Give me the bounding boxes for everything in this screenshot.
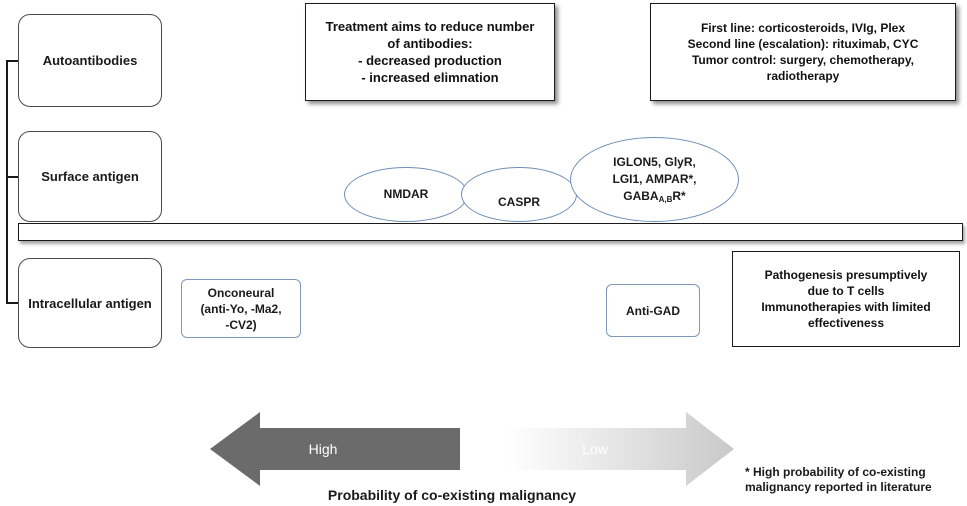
therapy-line-4: radiotherapy: [766, 69, 840, 83]
footnote: * High probability of co-existing malign…: [745, 465, 965, 499]
pathogenesis-line-4: effectiveness: [807, 316, 885, 330]
onconeural-line-3: -CV2): [225, 317, 257, 332]
bracket-tick-intracellular: [6, 302, 19, 304]
antigen-group-ellipse: IGLON5, GlyR, LGI1, AMPAR*, GABAA,BR*: [570, 137, 739, 222]
high-arrow-left-icon: [210, 412, 460, 486]
cell-membrane-bar: [18, 223, 963, 241]
bracket-tick-autoantibodies: [6, 60, 19, 62]
category-intracellular-antigen-label: Intracellular antigen: [28, 295, 152, 311]
bracket-tick-surface: [6, 176, 19, 178]
probability-label: Probability of co-existing malignancy: [327, 487, 577, 503]
category-surface-antigen: Surface antigen: [18, 131, 162, 222]
category-autoantibodies: Autoantibodies: [18, 14, 162, 107]
onconeural-box: Onconeural (anti-Yo, -Ma2, -CV2): [181, 279, 301, 338]
footnote-line-1: * High probability of co-existing: [745, 465, 926, 479]
treatment-aims-box: Treatment aims to reduce number of antib…: [305, 3, 555, 101]
therapy-lines-box: First line: corticosteroids, IVIg, Plex …: [650, 3, 956, 101]
gaba-receptor-suffix: R*: [672, 189, 686, 203]
antigen-caspr-label: CASPR: [497, 195, 540, 209]
low-arrow-right-icon: [507, 412, 734, 486]
gaba-label: GABA: [623, 189, 659, 203]
antigen-nmdar-label: NMDAR: [383, 187, 429, 201]
pathogenesis-line-2: due to T cells: [807, 284, 885, 298]
treatment-aims-line-3: - decreased production: [358, 53, 502, 68]
anti-gad-box: Anti-GAD: [606, 284, 700, 337]
footnote-line-2: malignancy reported in literature: [745, 480, 932, 494]
category-intracellular-antigen: Intracellular antigen: [18, 258, 162, 348]
pathogenesis-line-1: Pathogenesis presumptively: [764, 268, 928, 282]
antigen-group-line-3: GABAA,BR*: [623, 188, 685, 205]
antigen-group-line-2: LGI1, AMPAR*,: [612, 172, 697, 186]
low-arrow-label: Low: [582, 441, 608, 457]
treatment-aims-line-1: Treatment aims to reduce number: [325, 19, 535, 34]
gaba-subscript: A,B: [658, 195, 673, 204]
anti-gad-label: Anti-GAD: [626, 303, 680, 318]
therapy-line-2: Second line (escalation): rituximab, CYC: [687, 37, 919, 51]
onconeural-line-2: (anti-Yo, -Ma2,: [200, 301, 282, 316]
onconeural-line-1: Onconeural: [207, 285, 275, 300]
pathogenesis-box: Pathogenesis presumptively due to T cell…: [732, 251, 960, 347]
bracket-vertical-line: [6, 60, 8, 303]
treatment-aims-line-4: - increased elimnation: [361, 70, 499, 85]
antigen-caspr-ellipse: CASPR: [461, 167, 577, 222]
treatment-aims-line-2: of antibodies:: [387, 36, 473, 51]
antigen-group-line-1: IGLON5, GlyR,: [613, 155, 696, 169]
pathogenesis-line-3: Immunotherapies with limited: [761, 300, 931, 314]
category-autoantibodies-label: Autoantibodies: [42, 53, 138, 68]
category-surface-antigen-label: Surface antigen: [41, 169, 139, 184]
antigen-nmdar-ellipse: NMDAR: [344, 167, 468, 222]
therapy-line-3: Tumor control: surgery, chemotherapy,: [691, 53, 915, 67]
high-arrow-label: High: [308, 441, 338, 457]
therapy-line-1: First line: corticosteroids, IVIg, Plex: [700, 21, 906, 35]
